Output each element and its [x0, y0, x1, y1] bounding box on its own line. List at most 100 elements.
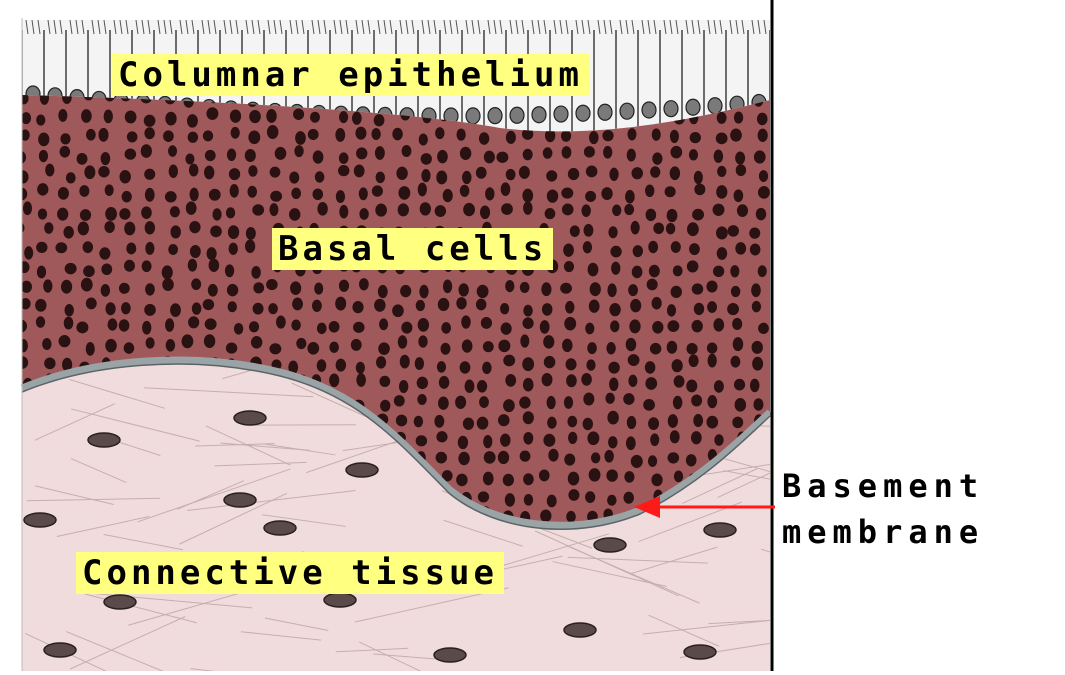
basal-cell-nucleus: [79, 185, 89, 197]
basal-cell-nucleus: [352, 301, 363, 313]
connective-cell-nucleus: [88, 433, 120, 447]
basal-cell-nucleus: [607, 411, 618, 425]
basal-cell-nucleus: [141, 206, 152, 219]
basal-cell-nucleus: [692, 320, 703, 332]
basal-cell-nucleus: [668, 414, 678, 428]
basal-cell-nucleus: [124, 342, 135, 354]
columnar-cell-nucleus: [708, 98, 722, 114]
basal-cell-nucleus: [460, 147, 471, 160]
basal-cell-nucleus: [666, 223, 675, 235]
basal-cell-nucleus: [438, 298, 450, 311]
basal-cell-nucleus: [520, 450, 531, 461]
basal-cell-nucleus: [591, 452, 600, 463]
basal-cell-nucleus: [732, 318, 742, 330]
basal-cell-nucleus: [245, 240, 255, 253]
basal-cell-nucleus: [673, 265, 683, 276]
basal-cell-nucleus: [267, 125, 279, 139]
basal-cell-nucleus: [23, 201, 32, 215]
basal-cell-nucleus: [228, 225, 239, 239]
basal-cell-nucleus: [687, 260, 699, 272]
basal-cell-nucleus: [458, 436, 468, 449]
basal-cell-nucleus: [706, 416, 718, 429]
basal-cell-nucleus: [583, 418, 593, 430]
basal-cell-nucleus: [547, 396, 556, 409]
basal-cell-nucleus: [670, 166, 680, 180]
basal-cell-nucleus: [648, 417, 659, 430]
basal-cell-nucleus: [752, 341, 763, 354]
basal-cell-nucleus: [461, 315, 471, 328]
basal-cell-nucleus: [608, 436, 617, 448]
basal-cell-nucleus: [562, 146, 572, 158]
basal-cell-nucleus: [400, 285, 411, 297]
basal-cell-nucleus: [732, 417, 743, 429]
basal-cell-nucleus: [59, 335, 71, 347]
basal-cell-nucleus: [291, 320, 301, 331]
basal-cell-nucleus: [83, 265, 95, 277]
basal-cell-nucleus: [713, 204, 725, 216]
basal-cell-nucleus: [421, 169, 430, 182]
basal-cell-nucleus: [716, 226, 728, 239]
basal-cell-nucleus: [276, 316, 286, 329]
basal-cell-nucleus: [751, 283, 761, 297]
basal-cell-nucleus: [226, 343, 237, 354]
basal-cell-nucleus: [733, 337, 744, 351]
basal-cell-nucleus: [737, 204, 748, 217]
basal-cell-nucleus: [163, 130, 174, 142]
basal-cell-nucleus: [78, 222, 89, 236]
basal-cell-nucleus: [736, 164, 746, 176]
columnar-cell-nucleus: [576, 105, 590, 121]
basal-cell-nucleus: [629, 319, 640, 333]
basal-cell-nucleus: [378, 342, 390, 355]
connective-cell-nucleus: [434, 648, 466, 662]
basal-cell-nucleus: [119, 170, 130, 183]
basal-cell-nucleus: [248, 131, 260, 145]
connective-cell-nucleus: [324, 593, 356, 607]
basal-cell-nucleus: [707, 301, 717, 313]
basal-cell-nucleus: [225, 264, 234, 277]
basal-cell-nucleus: [144, 115, 156, 127]
basal-cell-nucleus: [548, 449, 558, 462]
basal-cell-nucleus: [36, 316, 45, 327]
basal-cell-nucleus: [626, 338, 637, 351]
basal-cell-nucleus: [631, 455, 643, 468]
basal-cell-nucleus: [692, 209, 704, 221]
basal-cell-nucleus: [590, 282, 601, 296]
basal-cell-nucleus: [190, 245, 201, 258]
basal-cell-nucleus: [352, 112, 362, 125]
basal-cell-nucleus: [628, 375, 637, 387]
basal-cell-nucleus: [86, 297, 97, 309]
basal-cell-nucleus: [336, 359, 346, 372]
basal-cell-nucleus: [758, 129, 768, 142]
basal-cell-nucleus: [633, 245, 643, 257]
basal-cell-nucleus: [481, 317, 492, 329]
basal-cell-nucleus: [540, 320, 550, 334]
basal-cell-nucleus: [104, 110, 113, 124]
columnar-cell-nucleus: [510, 107, 524, 123]
basal-cell-nucleus: [586, 166, 598, 178]
basal-cell-nucleus: [465, 380, 475, 393]
basal-cell-nucleus: [519, 396, 530, 408]
basal-cell-nucleus: [187, 114, 198, 127]
basal-cell-nucleus: [694, 303, 704, 315]
basal-cell-nucleus: [417, 377, 428, 389]
basal-cell-nucleus: [418, 183, 427, 197]
basal-cell-nucleus: [607, 495, 617, 506]
basal-cell-nucleus: [379, 318, 388, 330]
basal-cell-nucleus: [568, 168, 579, 180]
basal-cell-nucleus: [645, 377, 657, 390]
basal-cell-nucleus: [652, 321, 663, 334]
basal-cell-nucleus: [731, 286, 740, 297]
basal-cell-nucleus: [670, 430, 680, 443]
basal-cell-nucleus: [713, 318, 724, 331]
basal-cell-nucleus: [498, 414, 510, 426]
basal-cell-nucleus: [39, 150, 48, 162]
basal-cells-label: Basal cells: [272, 228, 553, 270]
basal-cell-nucleus: [668, 452, 680, 463]
basal-cell-nucleus: [690, 132, 701, 143]
basal-cell-nucleus: [168, 145, 177, 157]
basal-cell-nucleus: [476, 167, 487, 179]
basal-cell-nucleus: [643, 399, 655, 411]
basal-cell-nucleus: [631, 221, 640, 235]
basal-cell-nucleus: [609, 168, 618, 181]
basal-cell-nucleus: [230, 184, 239, 198]
